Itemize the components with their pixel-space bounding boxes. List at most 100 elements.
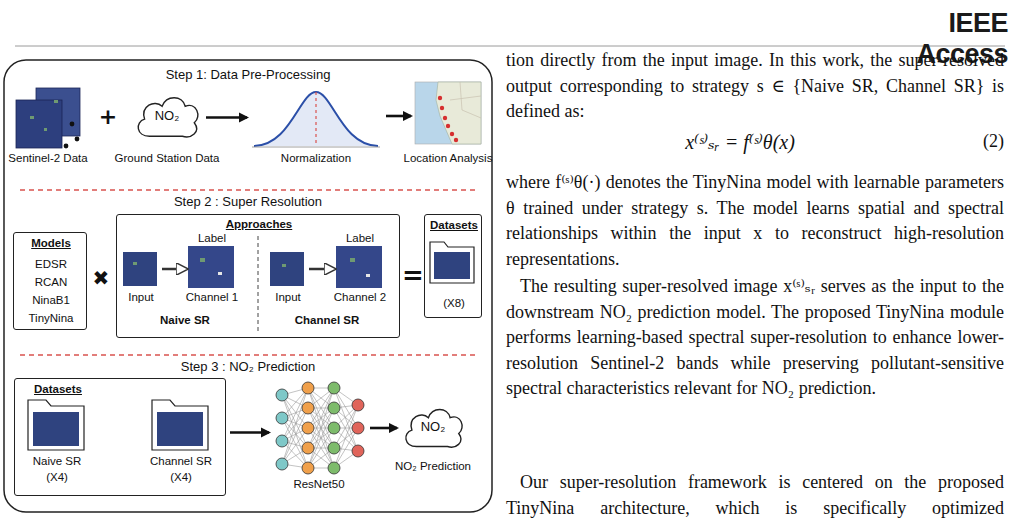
node-text: (X8): [425, 297, 483, 311]
figure-item: ResNet50: [272, 380, 366, 476]
map-border: [450, 82, 481, 118]
cloud-node: NO₂Ground Station Data: [132, 92, 202, 142]
equation-number: (2): [950, 131, 1004, 152]
body-paragraph: Our super-resolution framework is center…: [506, 470, 1004, 521]
approach-label: Naive SR: [130, 314, 240, 326]
node-text: Datasets: [421, 219, 487, 233]
terrain-speck: [218, 272, 222, 275]
label-image: [188, 246, 234, 288]
node-text: RCAN: [14, 276, 88, 290]
location-dot: [443, 116, 447, 120]
node-text: Normalization: [250, 152, 382, 166]
location-dot: [450, 132, 454, 136]
operator-symbol: ✖: [89, 266, 113, 290]
network-links: [282, 388, 358, 468]
folder-icon: [28, 400, 84, 450]
figure-item: LabelChannel 1: [189, 247, 235, 289]
equation: x⁽ˢ⁾ₛᵣ = f⁽ˢ⁾θ(x): [600, 130, 880, 154]
map-water: [415, 82, 481, 144]
folder-image: [434, 252, 470, 279]
station-dot: [64, 144, 69, 149]
gaussian-fill: [254, 92, 378, 146]
map-land: [436, 82, 481, 144]
approach-label: Channel SR: [272, 314, 382, 326]
group-box: DatasetsNaive SR(X4) Channel SR(X4): [14, 378, 226, 496]
gaussian-curve: [254, 92, 378, 146]
cloud-node: NO₂NO₂ Prediction: [400, 404, 466, 452]
flow-arrow: [370, 427, 397, 430]
step-title: Step 3 : NO₂ Prediction: [6, 359, 490, 375]
node-text: Ground Station Data: [112, 152, 222, 166]
location-dot: [440, 106, 444, 110]
operator-symbol: =: [401, 260, 425, 290]
folder-image: [33, 412, 79, 446]
figure-item: Naive SR(X4): [27, 397, 87, 451]
node-text: Approaches: [117, 218, 401, 232]
flow-arrow: [162, 268, 186, 271]
body-paragraph: where f⁽ˢ⁾θ(·) denotes the TinyNina mode…: [506, 170, 1004, 272]
step-band: Step 3 : NO₂ PredictionDatasetsNaive SR(…: [6, 356, 490, 508]
node-text: Label: [182, 232, 242, 246]
node-text: NO₂ Prediction: [376, 460, 490, 474]
group-box: Datasets(X8): [424, 214, 482, 318]
terrain-speck: [200, 258, 205, 262]
node-text: ResNet50: [272, 478, 366, 492]
figure-item: LabelChannel 2: [337, 247, 383, 289]
terrain-speck: [133, 262, 137, 265]
terrain-speck: [282, 264, 286, 267]
satellite-tile: [16, 100, 62, 148]
node-text: Input: [111, 291, 171, 305]
step-title: Step 2 : Super Resolution: [6, 194, 490, 210]
figure-item: Input: [124, 253, 158, 287]
station-dot: [75, 137, 80, 142]
node-text: Label: [330, 232, 390, 246]
node-text: NO₂: [132, 108, 202, 124]
figure-item: Location Analysis: [414, 82, 482, 146]
approach-divider: [258, 236, 259, 332]
input-image: [123, 252, 157, 286]
network-neurons: [276, 382, 364, 474]
figure-item: Sentinel-2 Data: [14, 88, 82, 150]
flow-arrow: [206, 116, 247, 119]
flow-arrow: [386, 115, 411, 118]
location-dot: [446, 124, 450, 128]
location-dot: [438, 96, 442, 100]
figure-item: Input: [271, 253, 305, 287]
station-dot: [70, 122, 75, 127]
node-text: Location Analysis: [398, 152, 498, 166]
folder-image: [157, 412, 203, 446]
terrain-speck: [350, 258, 355, 262]
input-image: [270, 252, 304, 286]
folder-icon: [430, 242, 474, 283]
flow-arrow: [230, 431, 269, 434]
terrain-speck: [54, 100, 58, 103]
group-box: ModelsEDSRRCANNinaB1TinyNina: [13, 232, 87, 330]
operator-symbol: +: [97, 104, 119, 129]
body-paragraph: The resulting super-resolved image x⁽ˢ⁾ₛ…: [506, 274, 1004, 402]
node-text: NO₂: [400, 419, 466, 435]
flow-arrow: [309, 268, 334, 271]
header-rule: [15, 46, 1005, 47]
mean-line: [315, 92, 316, 146]
node-text: EDSR: [14, 258, 88, 272]
terrain-speck: [44, 128, 47, 131]
figure-item: Normalization: [250, 86, 382, 150]
node-text: Channel 1: [172, 291, 252, 305]
terrain-speck: [366, 274, 370, 277]
step-divider: [20, 189, 476, 190]
label-image: [336, 246, 382, 288]
step-band: Step 1: Data Pre-ProcessingSentinel-2 Da…: [6, 64, 490, 188]
step-title: Step 1: Data Pre-Processing: [6, 67, 490, 83]
body-paragraph: tion directly from the input image. In t…: [506, 48, 1004, 125]
node-text: Datasets: [23, 383, 93, 397]
location-dot: [454, 138, 458, 142]
axis-line: [252, 147, 380, 148]
figure-frame: [4, 60, 492, 512]
figure-item: Channel SR(X4): [151, 397, 211, 451]
node-text: (X4): [7, 471, 107, 485]
folder-icon: [152, 400, 208, 450]
node-text: NinaB1: [14, 294, 88, 308]
node-text: Naive SR: [7, 455, 107, 469]
node-text: Input: [258, 291, 318, 305]
